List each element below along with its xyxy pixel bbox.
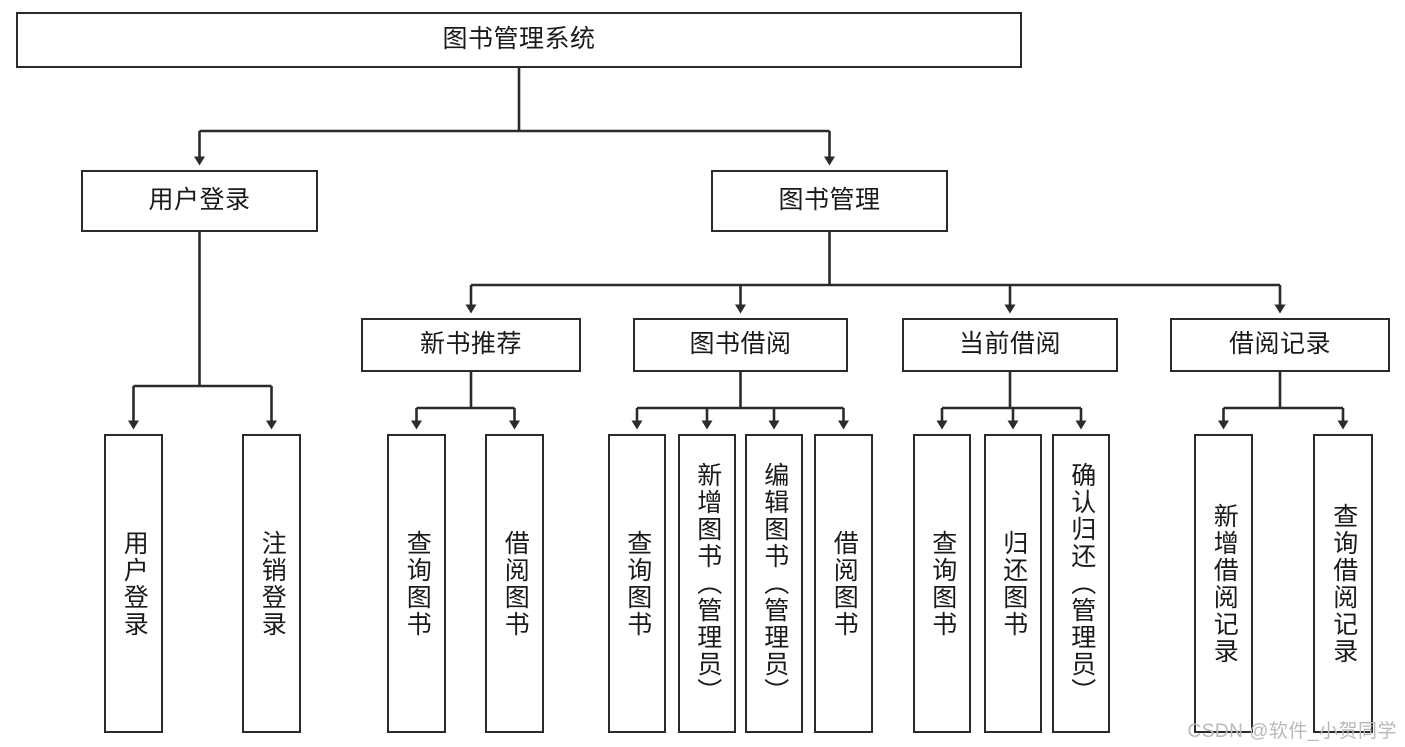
node-leaf9[interactable]: 查询图书 xyxy=(913,434,971,733)
node-bookmgmt[interactable]: 图书管理 xyxy=(711,170,948,232)
node-login[interactable]: 用户登录 xyxy=(81,170,318,232)
node-label: 图书管理 xyxy=(778,186,881,215)
node-leaf5[interactable]: 查询图书 xyxy=(608,434,666,733)
node-label: 用户登录 xyxy=(120,529,149,638)
node-leaf10[interactable]: 归还图书 xyxy=(984,434,1042,733)
node-leaf8[interactable]: 借阅图书 xyxy=(814,434,873,733)
node-label: 新增借阅记录 xyxy=(1210,502,1239,665)
node-newbook[interactable]: 新书推荐 xyxy=(361,318,581,372)
node-leaf7[interactable]: 编辑图书（管理员） xyxy=(745,434,803,733)
node-label: 图书借阅 xyxy=(689,330,792,359)
node-leaf2[interactable]: 注销登录 xyxy=(242,434,301,733)
node-label: 当前借阅 xyxy=(958,330,1061,359)
node-label: 借阅记录 xyxy=(1228,330,1331,359)
edge-bus-records xyxy=(1223,372,1343,410)
node-label: 查询借阅记录 xyxy=(1329,502,1358,665)
edge-bus-newbook xyxy=(416,372,515,410)
node-label: 查询图书 xyxy=(403,529,432,638)
node-leaf13[interactable]: 查询借阅记录 xyxy=(1313,434,1373,733)
node-label: 查询图书 xyxy=(928,529,957,638)
edge-bus-current xyxy=(942,372,1081,410)
watermark-text: CSDN @软件_小贺同学 xyxy=(1187,721,1397,742)
node-borrow[interactable]: 图书借阅 xyxy=(633,318,848,372)
node-leaf11[interactable]: 确认归还（管理员） xyxy=(1052,434,1110,733)
edge-bus-bookmgmt xyxy=(471,232,1280,287)
node-root[interactable]: 图书管理系统 xyxy=(16,12,1022,68)
node-leaf4[interactable]: 借阅图书 xyxy=(485,434,544,733)
node-label: 用户登录 xyxy=(148,186,251,215)
node-label: 借阅图书 xyxy=(830,529,859,638)
node-label: 注销登录 xyxy=(258,529,287,638)
node-label: 新书推荐 xyxy=(419,330,522,359)
node-label: 编辑图书（管理员） xyxy=(760,462,789,705)
node-label: 归还图书 xyxy=(999,529,1028,638)
edge-bus-borrow xyxy=(637,372,844,410)
node-leaf6[interactable]: 新增图书（管理员） xyxy=(678,434,736,733)
node-label: 新增图书（管理员） xyxy=(693,462,722,705)
node-current[interactable]: 当前借阅 xyxy=(902,318,1118,372)
node-leaf3[interactable]: 查询图书 xyxy=(387,434,446,733)
node-leaf1[interactable]: 用户登录 xyxy=(104,434,163,733)
node-leaf12[interactable]: 新增借阅记录 xyxy=(1194,434,1253,733)
node-label: 借阅图书 xyxy=(501,529,530,638)
node-records[interactable]: 借阅记录 xyxy=(1170,318,1390,372)
node-label: 图书管理系统 xyxy=(442,25,596,54)
node-label: 查询图书 xyxy=(623,529,652,638)
edge-bus-login xyxy=(133,232,272,388)
edge-bus-root xyxy=(199,68,830,133)
node-label: 确认归还（管理员） xyxy=(1067,462,1096,705)
